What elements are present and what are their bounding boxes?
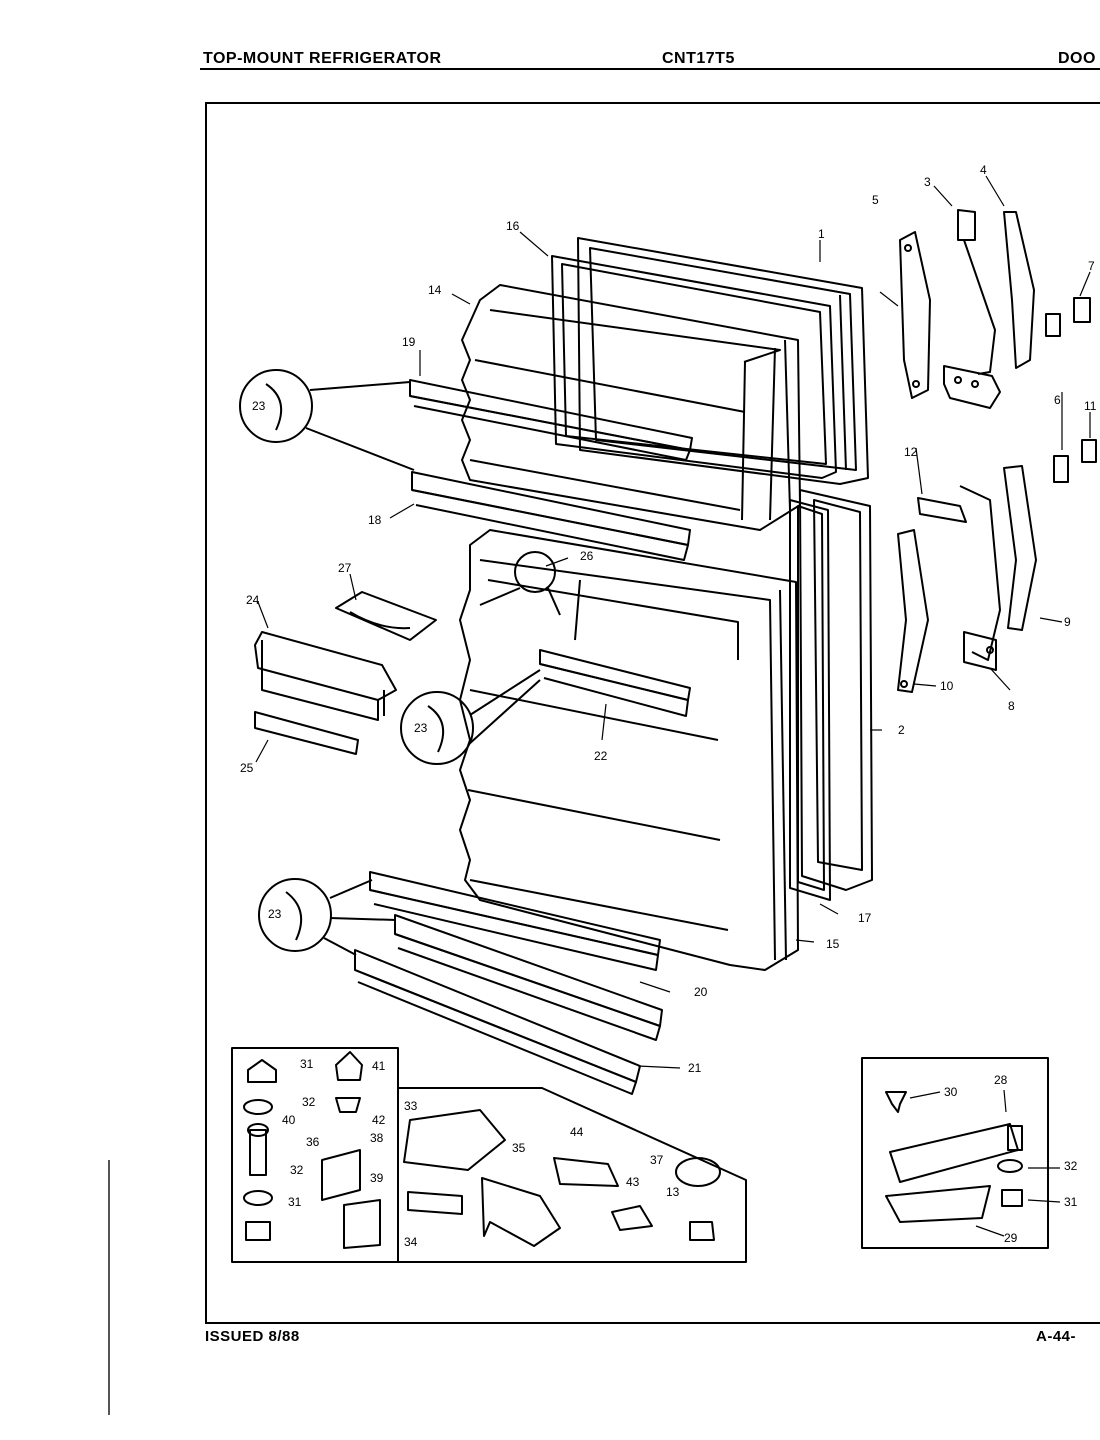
callout-1: 1 [818,227,825,241]
callout-39: 39 [370,1171,384,1185]
callout-23-b: 23 [414,721,428,735]
hinge-bracket-8 [963,631,997,671]
detail-circle-23-a [239,369,415,471]
freezer-gasket [551,255,837,479]
hinge-top-3-4 [957,209,1035,375]
freezer-handle-5 [899,231,931,399]
page-title: TOP-MOUNT REFRIGERATOR [203,50,442,67]
callout-40: 40 [282,1113,296,1127]
callout-15: 15 [826,937,840,951]
diagram-frame [205,102,1100,1324]
callout-25: 25 [240,761,254,775]
callout-31-c: 31 [1064,1195,1078,1209]
callout-5: 5 [872,193,879,207]
detail-circle-23-b [400,669,541,765]
callout-31-a: 31 [300,1057,314,1071]
bottom-shelf-bar-2 [394,914,663,1041]
fresh-food-gasket [789,499,831,901]
callout-34: 34 [404,1235,418,1249]
callout-32-b: 32 [290,1163,304,1177]
header-rule [200,68,1100,70]
callout-31-b: 31 [288,1195,302,1209]
fresh-food-handle-9 [1003,465,1037,631]
callout-32-c: 32 [1064,1159,1078,1173]
fresh-food-door-outer [799,489,873,891]
callout-9: 9 [1064,615,1071,629]
detail-circle-23-c [258,878,397,956]
leader-lines [255,175,1091,1237]
callout-43: 43 [626,1175,640,1189]
callout-21: 21 [688,1061,702,1075]
callout-27: 27 [338,561,352,575]
callout-3: 3 [924,175,931,189]
bottom-shelf-bar-3 [354,949,641,1095]
model-number: CNT17T5 [662,50,735,67]
detail-circle-26 [479,551,561,616]
callout-18: 18 [368,513,382,527]
alternate-hinge-inset-box [861,1057,1049,1249]
callout-24: 24 [246,593,260,607]
callout-33: 33 [404,1099,418,1113]
callout-7: 7 [1088,259,1095,273]
callout-36: 36 [306,1135,320,1149]
butter-door-label [254,711,359,755]
bottom-shelf-bar-1 [369,871,661,971]
hinge-plate-12-mid [917,485,1001,661]
freezer-liner [461,284,801,531]
callout-23-c: 23 [268,907,282,921]
callout-32-a: 32 [302,1095,316,1109]
freezer-shelf-bar-upper [409,379,693,461]
section-title: DOO [1058,50,1096,67]
hardware-inset-box [231,1047,747,1263]
butter-shelf-insert [335,591,437,641]
callout-35: 35 [512,1141,526,1155]
callout-41: 41 [372,1059,386,1073]
callout-17: 17 [858,911,872,925]
callout-6: 6 [1054,393,1061,407]
callout-10: 10 [940,679,954,693]
callout-8: 8 [1008,699,1015,713]
callout-22: 22 [594,749,608,763]
fresh-food-handle-10 [897,529,929,693]
fresh-food-liner [459,529,799,971]
callout-20: 20 [694,985,708,999]
callout-26: 26 [580,549,594,563]
callout-28: 28 [994,1073,1008,1087]
hinge-caps-6-7-11 [1045,297,1097,483]
issued-date: ISSUED 8/88 [205,1328,300,1345]
callout-23-a: 23 [252,399,266,413]
callout-38: 38 [370,1131,384,1145]
scan-margin-line [108,1160,110,1415]
callout-11: 11 [1084,399,1097,413]
callout-13: 13 [666,1185,680,1199]
callout-19: 19 [402,335,416,349]
callout-42: 42 [372,1113,386,1127]
hinge-plate-12-top [943,365,1001,409]
callout-29: 29 [1004,1231,1018,1245]
callout-12: 12 [904,445,918,459]
callout-16: 16 [506,219,520,233]
butter-compartment [254,631,397,721]
freezer-shelf-bar-lower [411,471,691,561]
callout-4: 4 [980,163,987,177]
callout-37: 37 [650,1153,664,1167]
callout-2: 2 [898,723,905,737]
door-shelf-bar [539,649,691,717]
callout-14: 14 [428,283,442,297]
callout-44: 44 [570,1125,584,1139]
callout-30: 30 [944,1085,958,1099]
page-code: A-44- [1036,1328,1077,1345]
